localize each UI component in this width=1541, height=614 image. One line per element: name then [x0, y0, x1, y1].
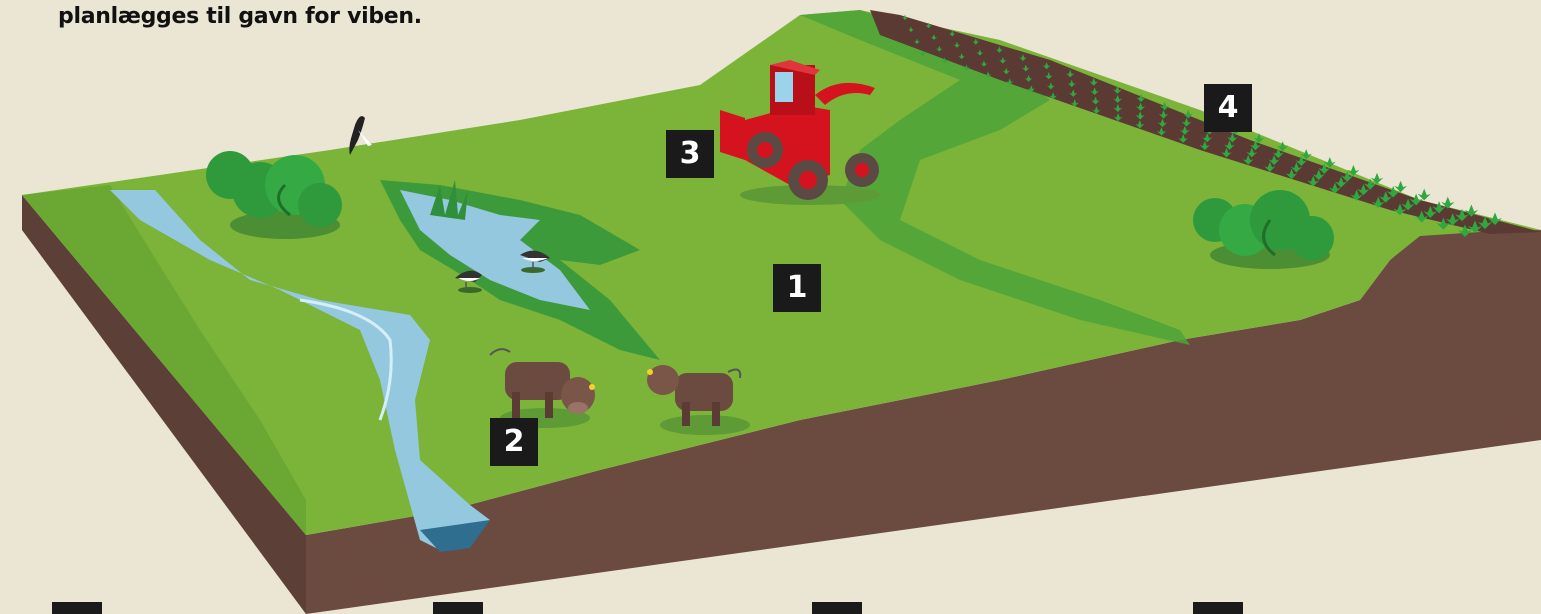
marker-1: 1	[773, 264, 821, 312]
marker-4: 4	[1204, 84, 1252, 132]
legend-box-2	[433, 602, 483, 614]
marker-2: 2	[490, 418, 538, 466]
legend-box-1	[52, 602, 102, 614]
marker-3: 3	[666, 130, 714, 178]
legend-box-4	[1193, 602, 1243, 614]
crop-plant	[1418, 189, 1431, 201]
legend-box-3	[812, 602, 862, 614]
